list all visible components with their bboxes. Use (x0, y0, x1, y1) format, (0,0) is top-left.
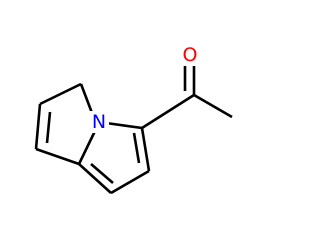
bond-c2-c3-double (45, 111, 52, 144)
bond-c7-c6 (110, 169, 150, 195)
bond-c5-carbonyl (141, 93, 195, 130)
bond-c7a-c7 (78, 163, 112, 194)
bond-carbonyl-methyl (193, 93, 233, 119)
bond-c2-c3 (34, 103, 42, 150)
structure-canvas: N O (34, 44, 233, 195)
bonds (34, 66, 233, 195)
bond-n-c1 (79, 83, 94, 114)
bond-c7a-n (77, 130, 97, 165)
n-label-bg (89, 111, 109, 133)
bond-c6-c5-double (132, 132, 141, 164)
atom-labels: N O (89, 44, 201, 133)
bond-c3-c7a (35, 147, 80, 166)
bond-c1-c2 (39, 82, 82, 106)
atom-label-oxygen: O (183, 44, 198, 66)
o-label-bg (179, 44, 201, 66)
bond-c5-n (105, 121, 143, 130)
molecule-structure: N O (34, 44, 233, 195)
bond-c6-c5 (140, 127, 151, 172)
bond-c7a-c7-double (90, 163, 114, 184)
atom-label-nitrogen: N (92, 111, 106, 133)
